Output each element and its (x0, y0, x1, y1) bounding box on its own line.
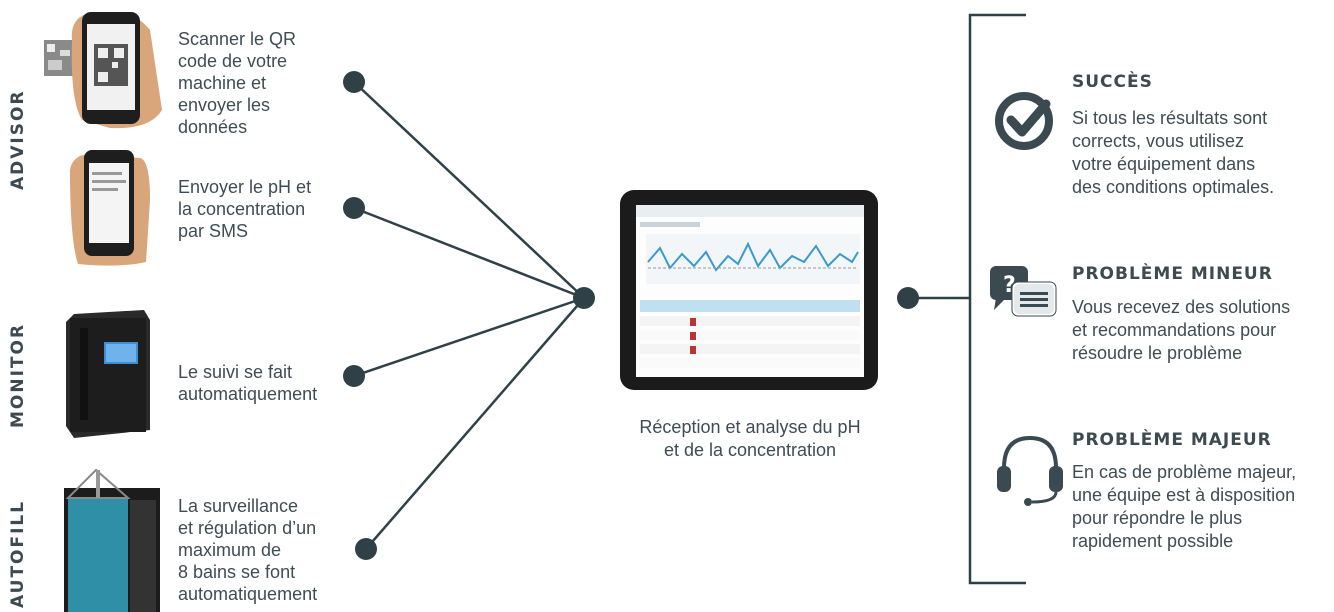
input-text-autofill: La surveillance et régulation d’un maxim… (178, 496, 318, 604)
chat-question-icon: ? (990, 266, 1057, 317)
outcome-text-major: En cas de problème majeur, une équipe es… (1072, 462, 1297, 551)
outcome-text-minor: Vous recevez des solutions et recommanda… (1072, 297, 1291, 363)
phone-sms-image (70, 150, 150, 266)
connector-node-autofill (355, 538, 377, 560)
connector-line-sms (353, 206, 585, 300)
section-label-autofill: AUTOFILL (8, 499, 28, 608)
connector-node-sms (343, 197, 365, 219)
input-text-qr: Scanner le QR code de votre machine et e… (178, 29, 297, 137)
outcome-title-major: PROBLÈME MAJEUR (1072, 430, 1272, 450)
connector-lines (353, 13, 1026, 585)
connector-node-hub (573, 287, 595, 309)
phone-qr-image (44, 12, 162, 129)
connector-node-monitor (343, 365, 365, 387)
connector-line-monitor (353, 296, 585, 378)
tablet-caption: Réception et analyse du pH et de la conc… (639, 417, 861, 460)
connector-line-qr (353, 81, 585, 299)
outcome-text-success: Si tous les résultats sont corrects, vou… (1072, 108, 1275, 197)
check-circle-icon (995, 92, 1053, 150)
headset-icon (997, 435, 1063, 506)
connector-node-qr (343, 71, 365, 93)
autofill-device-image (64, 468, 160, 612)
monitor-device-image (66, 310, 150, 438)
input-text-sms: Envoyer le pH et la concentration par SM… (178, 177, 312, 241)
input-text-monitor: Le suivi se fait automatiquement (178, 362, 318, 404)
tablet-image (620, 190, 878, 390)
section-label-advisor: ADVISOR (8, 89, 28, 190)
outcome-bracket (968, 13, 1026, 585)
outcome-title-success: SUCCÈS (1072, 72, 1153, 92)
outcome-title-minor: PROBLÈME MINEUR (1072, 264, 1273, 284)
connector-node-output (897, 287, 919, 309)
connector-line-autofill (365, 297, 585, 550)
section-label-monitor: MONITOR (8, 322, 28, 428)
